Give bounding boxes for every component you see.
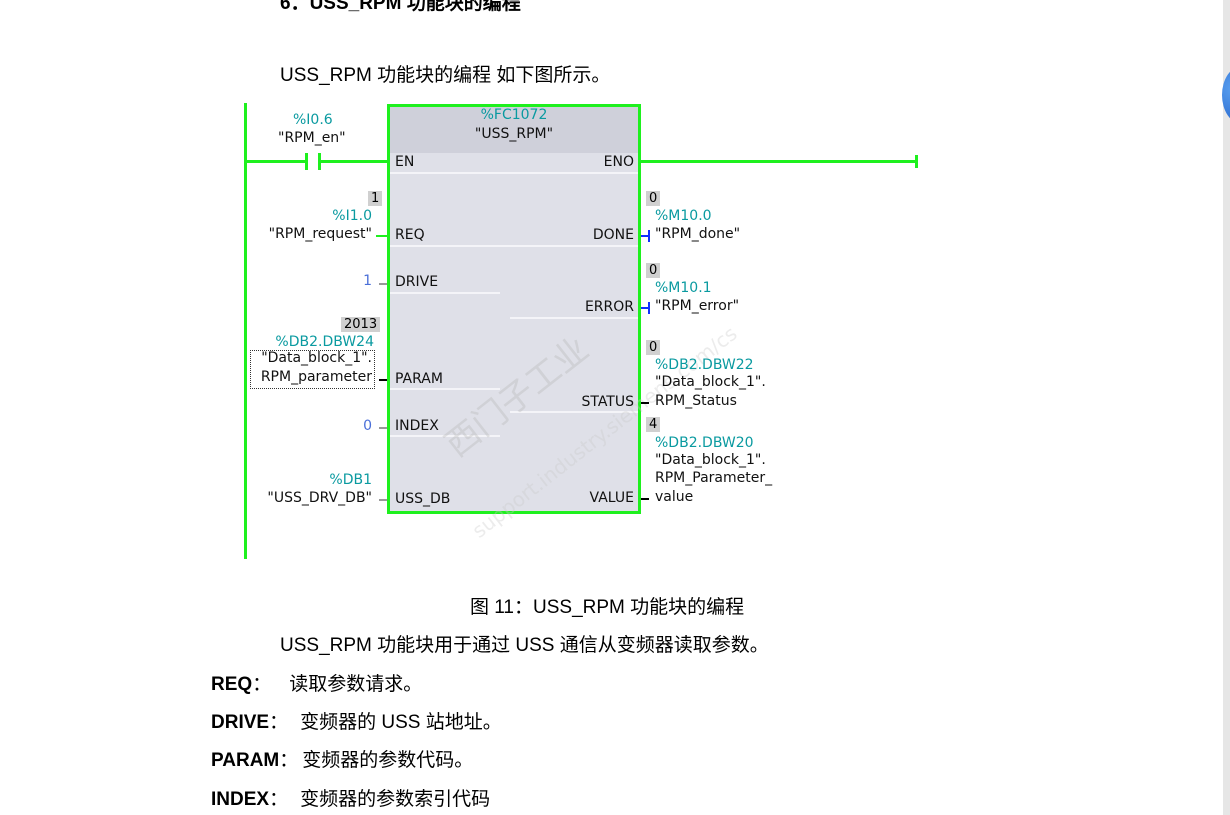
req-address: %I1.0 [332,208,372,224]
param-tag-box[interactable] [250,350,375,389]
param-tag-line1: "Data_block_1". [261,350,372,366]
error-address: %M10.1 [655,280,712,296]
done-tag[interactable]: "RPM_done" [655,226,741,242]
section-heading: 6．USS_RPM 功能块的编程 [280,0,521,14]
req-tag[interactable]: "RPM_request" [268,226,372,242]
scrollbar[interactable] [1223,0,1230,815]
floating-button-icon[interactable] [1222,66,1230,124]
pin-drive: DRIVE [395,274,439,290]
def-index: INDEX：变频器的参数索引代码 [211,789,491,810]
param-tag-line2: RPM_parameter [260,369,372,385]
status-tag-line2[interactable]: RPM_Status [655,393,737,409]
block-address: %FC1072 [480,107,548,123]
error-value: 0 [646,263,661,278]
def-param: PARAM：变频器的参数代码。 [211,750,474,771]
function-block[interactable]: %FC1072 "USS_RPM" EN REQ DRIVE PARAM IND… [387,104,641,514]
drive-value[interactable]: 1 [363,273,372,289]
figure-caption: 图 11：USS_RPM 功能块的编程 [470,597,745,618]
value-address: %DB2.DBW20 [655,435,754,451]
pin-index: INDEX [395,418,439,434]
def-req: REQ：读取参数请求。 [211,674,423,695]
pin-value: VALUE [589,490,634,506]
status-value: 0 [646,340,661,355]
done-value: 0 [646,191,661,206]
intro-text: USS_RPM 功能块的编程 如下图所示。 [280,65,611,86]
pin-error: ERROR [584,299,634,315]
pin-done: DONE [592,227,634,243]
pin-eno: ENO [603,154,634,170]
contact-address: %I0.6 [293,112,333,128]
value-value: 4 [646,417,661,432]
ussdb-address: %DB1 [329,472,372,488]
description: USS_RPM 功能块用于通过 USS 通信从变频器读取参数。 [280,635,769,656]
error-tag[interactable]: "RPM_error" [655,298,740,314]
block-name: "USS_RPM" [474,126,554,142]
index-value[interactable]: 0 [363,418,372,434]
status-address: %DB2.DBW22 [655,357,754,373]
pin-uss-db: USS_DB [395,491,451,507]
param-address: %DB2.DBW24 [275,334,374,350]
value-tag-line1[interactable]: "Data_block_1". [655,452,766,468]
param-value: 2013 [341,317,381,332]
contact-name: "RPM_en" [278,130,346,146]
pin-req: REQ [395,227,425,243]
req-value: 1 [368,191,383,206]
value-tag-line3[interactable]: value [655,489,694,505]
pin-en: EN [395,154,415,170]
status-tag-line1[interactable]: "Data_block_1". [655,374,766,390]
pin-status: STATUS [581,394,634,410]
value-tag-line2[interactable]: RPM_Parameter_ [655,470,773,486]
power-rail [244,103,247,559]
contact-icon [305,153,308,170]
pin-param: PARAM [395,371,443,387]
ussdb-tag[interactable]: "USS_DRV_DB" [267,490,372,506]
def-drive: DRIVE：变频器的 USS 站地址。 [211,712,502,733]
done-address: %M10.0 [655,208,712,224]
